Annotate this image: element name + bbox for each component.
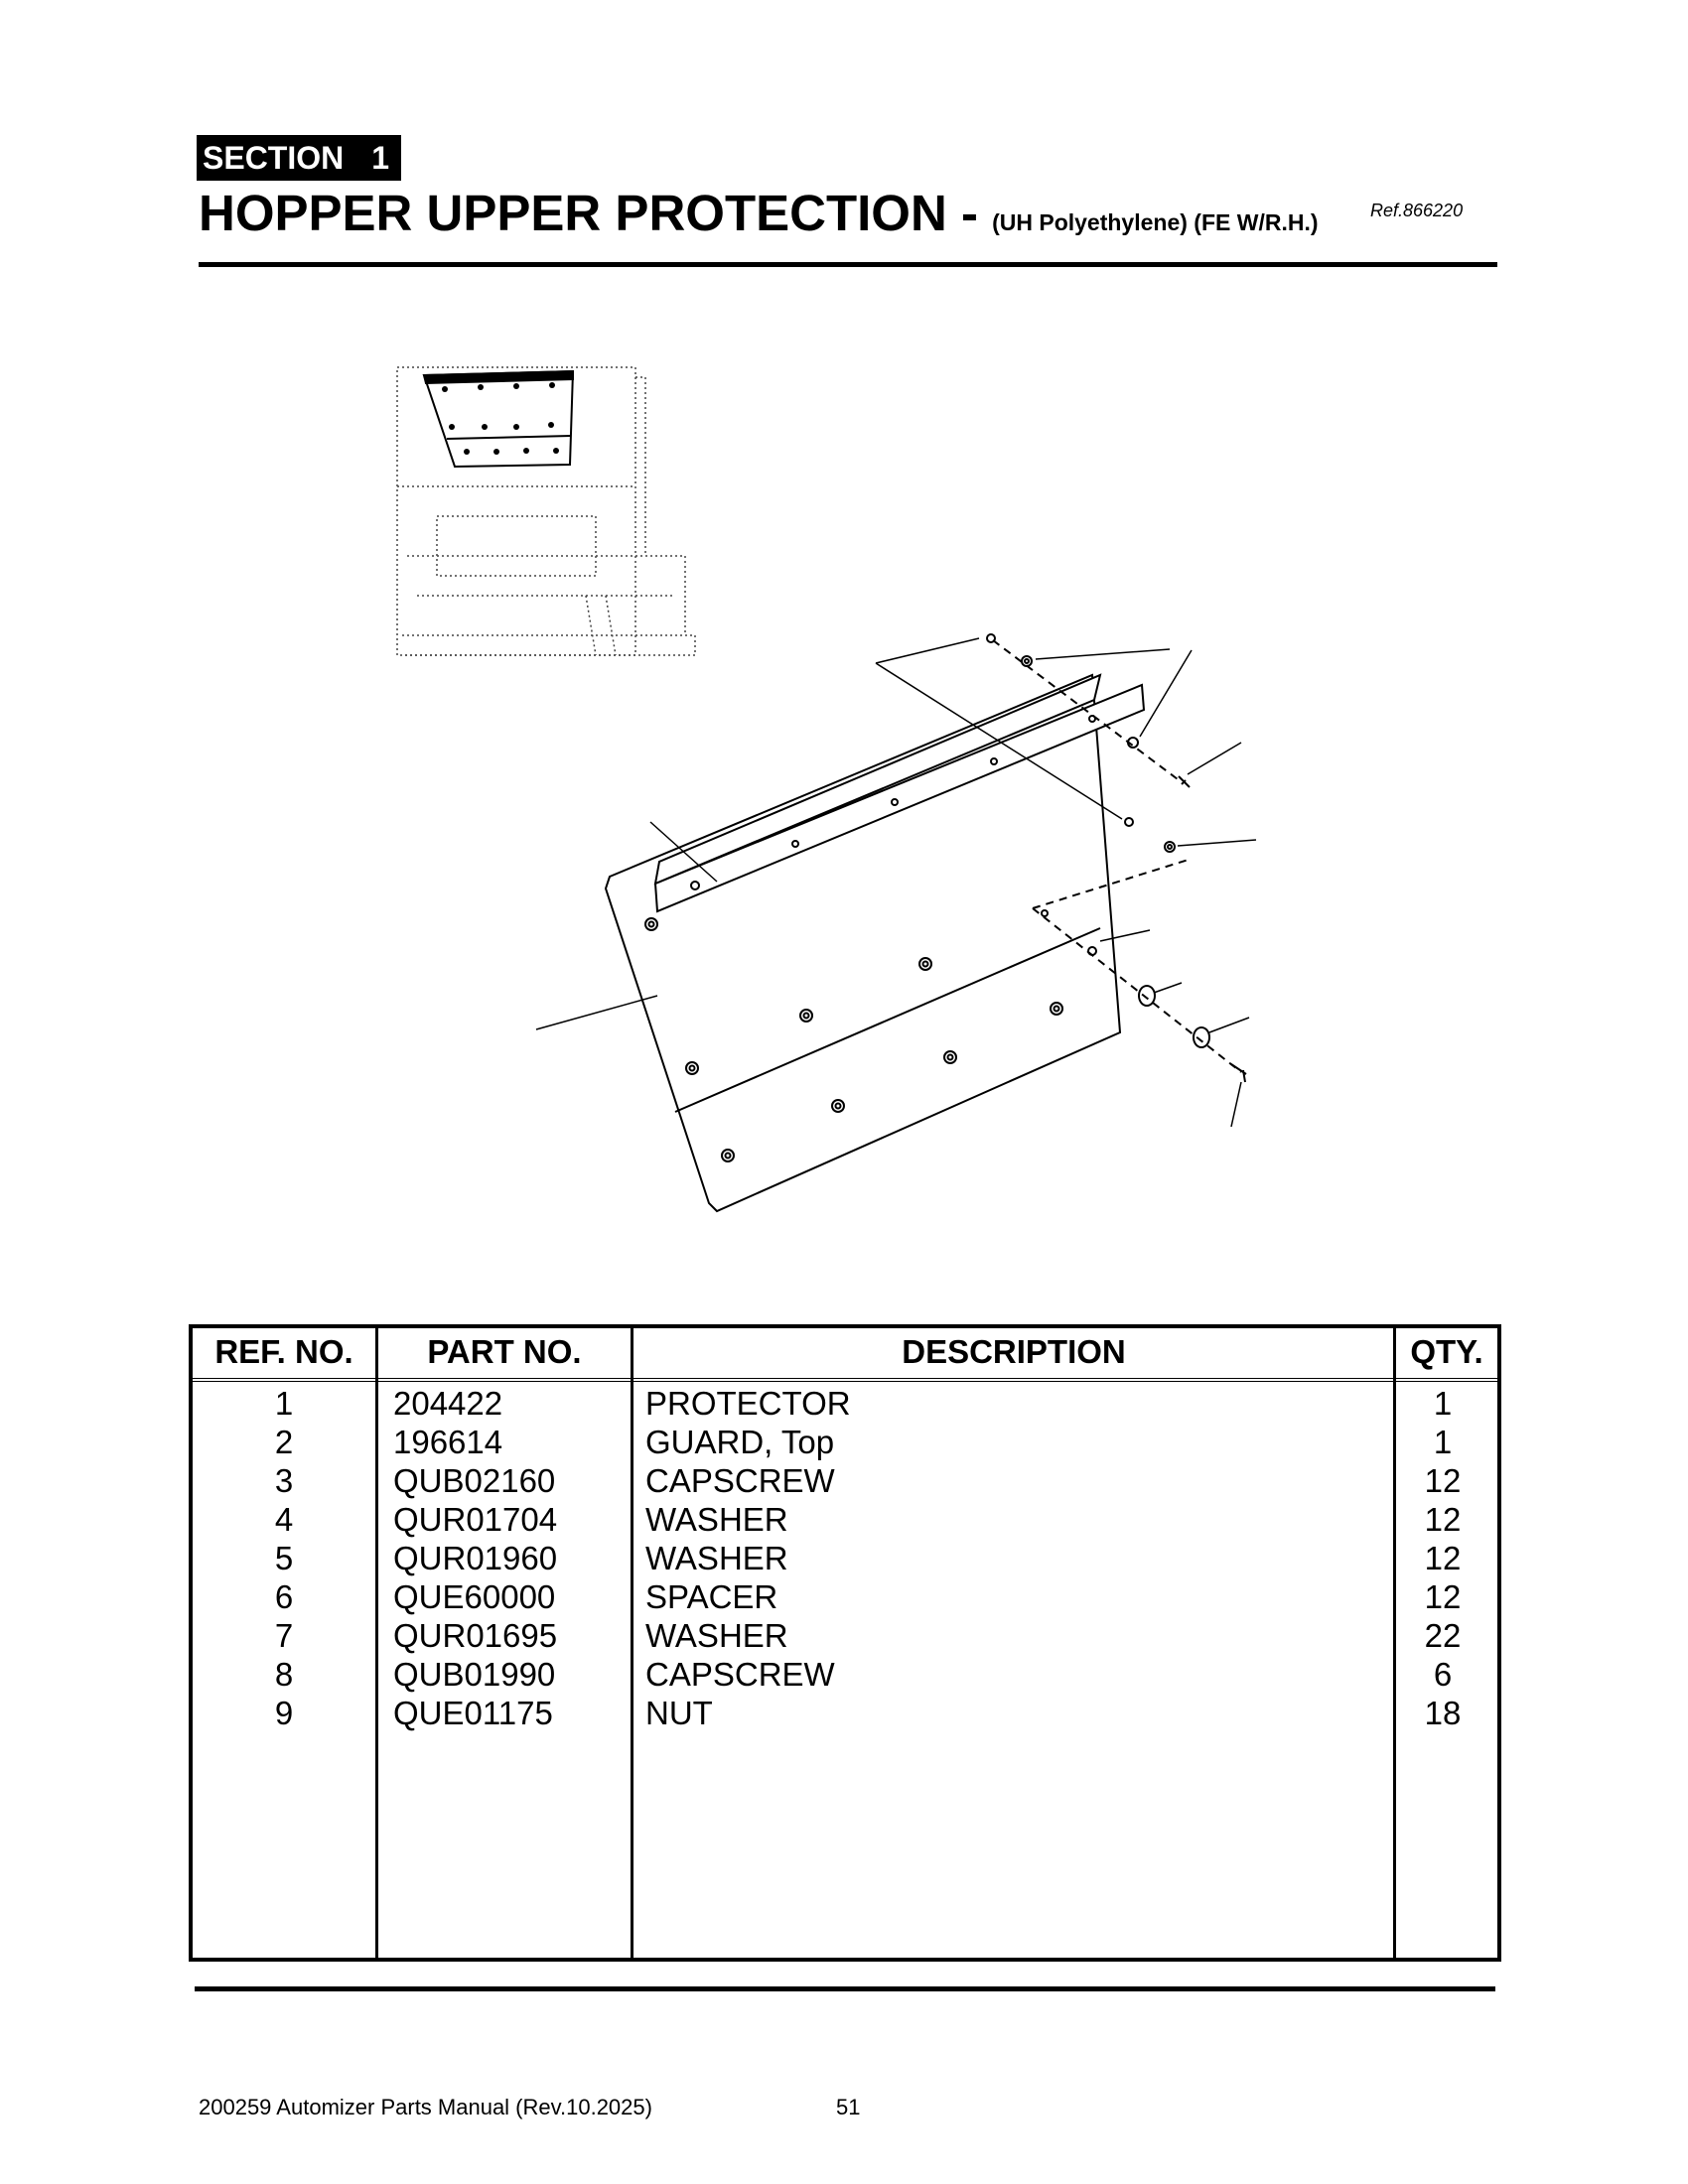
title-sub: (UH Polyethylene) (FE W/R.H.) bbox=[992, 209, 1319, 235]
description-cell: WASHER bbox=[645, 1617, 788, 1654]
column-divider bbox=[631, 1328, 633, 1958]
table-body: 1 204422 PROTECTOR 1 2 196614 GUARD, Top… bbox=[193, 1384, 1497, 1732]
part-cell: QUB01990 bbox=[393, 1656, 556, 1693]
column-header-qty: QTY. bbox=[1410, 1333, 1483, 1370]
part-cell: QUE60000 bbox=[393, 1578, 556, 1615]
description-cell: GUARD, Top bbox=[645, 1424, 835, 1460]
table-row: 4 QUR01704 WASHER 12 bbox=[193, 1500, 1497, 1539]
qty-cell: 12 bbox=[1424, 1501, 1462, 1538]
top-rule bbox=[199, 262, 1497, 267]
part-cell: QUB02160 bbox=[393, 1462, 556, 1499]
page-title: HOPPER UPPER PROTECTION - (UH Polyethyle… bbox=[199, 183, 1319, 253]
qty-cell: 12 bbox=[1424, 1578, 1462, 1615]
table-header: REF. NO. PART NO. DESCRIPTION QTY. bbox=[193, 1328, 1497, 1382]
inset-machine-sketch bbox=[396, 366, 696, 656]
hardware-exploded bbox=[986, 633, 1247, 1083]
ref-cell: 8 bbox=[274, 1656, 294, 1693]
description-cell: CAPSCREW bbox=[645, 1462, 835, 1499]
leader-lines bbox=[535, 637, 1257, 1128]
qty-cell: 1 bbox=[1433, 1385, 1453, 1422]
description-cell: CAPSCREW bbox=[645, 1656, 835, 1693]
qty-cell: 12 bbox=[1424, 1540, 1462, 1576]
part-cell: 196614 bbox=[393, 1424, 503, 1460]
column-header-part: PART NO. bbox=[427, 1333, 582, 1370]
qty-cell: 1 bbox=[1433, 1424, 1453, 1460]
table-row: 1 204422 PROTECTOR 1 bbox=[193, 1384, 1497, 1423]
column-header-description: DESCRIPTION bbox=[902, 1333, 1126, 1370]
qty-cell: 22 bbox=[1424, 1617, 1462, 1654]
description-cell: PROTECTOR bbox=[645, 1385, 851, 1422]
ref-cell: 4 bbox=[274, 1501, 294, 1538]
table-row: 2 196614 GUARD, Top 1 bbox=[193, 1423, 1497, 1461]
part-cell: QUR01695 bbox=[393, 1617, 558, 1654]
part-cell: 204422 bbox=[393, 1385, 503, 1422]
bottom-rule bbox=[195, 1986, 1495, 1991]
section-number: 1 bbox=[371, 139, 390, 176]
description-cell: NUT bbox=[645, 1695, 713, 1731]
reference-number: Ref.866220 bbox=[1370, 201, 1464, 220]
table-row: 3 QUB02160 CAPSCREW 12 bbox=[193, 1461, 1497, 1500]
table-row: 8 QUB01990 CAPSCREW 6 bbox=[193, 1655, 1497, 1694]
description-cell: SPACER bbox=[645, 1578, 778, 1615]
part-cell: QUR01960 bbox=[393, 1540, 558, 1576]
description-cell: WASHER bbox=[645, 1540, 788, 1576]
footer-manual-title: 200259 Automizer Parts Manual (Rev.10.20… bbox=[199, 2095, 652, 2119]
table-row: 7 QUR01695 WASHER 22 bbox=[193, 1616, 1497, 1655]
ref-cell: 6 bbox=[274, 1578, 294, 1615]
section-badge: SECTION 1 bbox=[197, 135, 402, 181]
section-label: SECTION bbox=[203, 139, 345, 176]
protector-plate bbox=[604, 673, 1122, 1213]
qty-cell: 18 bbox=[1424, 1695, 1462, 1731]
qty-cell: 6 bbox=[1433, 1656, 1453, 1693]
top-guard bbox=[653, 673, 1146, 913]
table-row: 6 QUE60000 SPACER 12 bbox=[193, 1577, 1497, 1616]
ref-cell: 9 bbox=[274, 1695, 294, 1731]
table-row: 5 QUR01960 WASHER 12 bbox=[193, 1539, 1497, 1577]
qty-cell: 12 bbox=[1424, 1462, 1462, 1499]
column-divider bbox=[1393, 1328, 1396, 1958]
ref-cell: 2 bbox=[274, 1424, 294, 1460]
ref-cell: 5 bbox=[274, 1540, 294, 1576]
parts-table: REF. NO. PART NO. DESCRIPTION QTY. 1 204… bbox=[189, 1324, 1501, 1962]
part-cell: QUE01175 bbox=[393, 1695, 553, 1731]
page-number: 51 bbox=[836, 2095, 861, 2119]
title-main: HOPPER UPPER PROTECTION - bbox=[199, 185, 978, 241]
column-divider bbox=[375, 1328, 378, 1958]
ref-cell: 7 bbox=[274, 1617, 294, 1654]
part-cell: QUR01704 bbox=[393, 1501, 558, 1538]
table-row: 9 QUE01175 NUT 18 bbox=[193, 1694, 1497, 1732]
description-cell: WASHER bbox=[645, 1501, 788, 1538]
inset-protector bbox=[422, 369, 575, 469]
ref-cell: 3 bbox=[274, 1462, 294, 1499]
ref-cell: 1 bbox=[274, 1385, 294, 1422]
parts-diagram bbox=[396, 366, 1257, 1213]
column-header-ref: REF. NO. bbox=[214, 1333, 353, 1370]
